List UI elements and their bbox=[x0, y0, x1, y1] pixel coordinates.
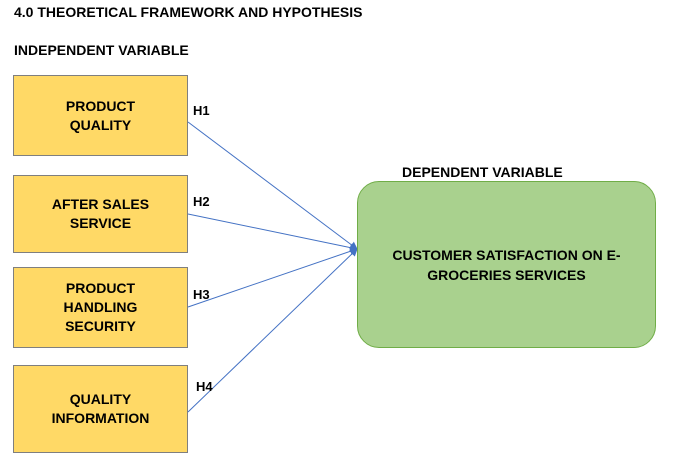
arrow-h3 bbox=[187, 247, 358, 308]
box-customer-satisfaction-label: CUSTOMER SATISFACTION ON E-GROCERIES SER… bbox=[392, 246, 621, 283]
page-title: 4.0 THEORETICAL FRAMEWORK AND HYPOTHESIS bbox=[14, 4, 363, 20]
box-product-handling-security-label: PRODUCT HANDLING SECURITY bbox=[63, 280, 138, 334]
arrow-h2 bbox=[187, 213, 358, 252]
box-customer-satisfaction: CUSTOMER SATISFACTION ON E-GROCERIES SER… bbox=[357, 181, 656, 348]
independent-variable-heading: INDEPENDENT VARIABLE bbox=[14, 42, 189, 58]
hypothesis-label-h3: H3 bbox=[193, 287, 210, 302]
box-quality-information-label: QUALITY INFORMATION bbox=[51, 391, 150, 426]
hypothesis-label-h4: H4 bbox=[196, 379, 213, 394]
box-after-sales-service-label: AFTER SALES SERVICE bbox=[51, 196, 150, 231]
box-product-quality-label: PRODUCT QUALITY bbox=[65, 97, 136, 133]
arrow-h1 bbox=[187, 121, 358, 250]
box-after-sales-service: AFTER SALES SERVICE bbox=[13, 175, 188, 253]
arrow-h4 bbox=[187, 248, 358, 413]
hypothesis-label-h1: H1 bbox=[193, 103, 210, 118]
box-product-quality: PRODUCT QUALITY bbox=[13, 75, 188, 156]
hypothesis-label-h2: H2 bbox=[193, 194, 210, 209]
dependent-variable-heading: DEPENDENT VARIABLE bbox=[402, 164, 563, 180]
box-product-handling-security: PRODUCT HANDLING SECURITY bbox=[13, 267, 188, 348]
box-quality-information: QUALITY INFORMATION bbox=[13, 365, 188, 453]
